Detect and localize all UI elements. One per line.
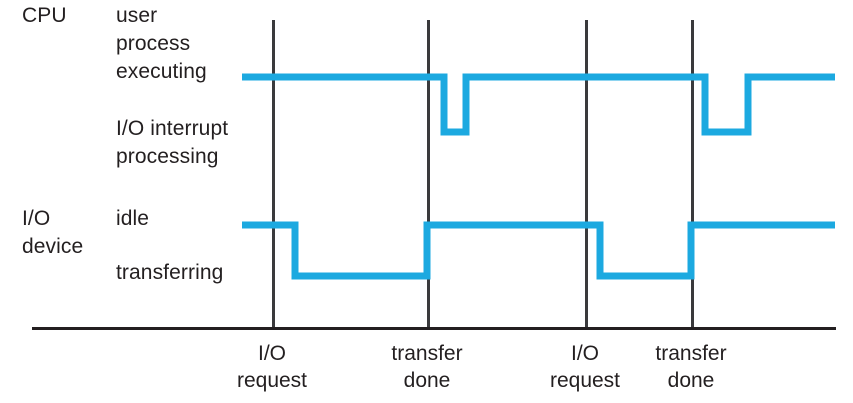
row-label-cpu: CPU (22, 4, 67, 27)
state-label-idle: idle (116, 207, 150, 230)
event-gridline-3 (585, 20, 588, 328)
time-axis (32, 327, 836, 330)
event-tick-label-1: I/O request (236, 342, 308, 392)
state-label-transferring: transferring (116, 261, 224, 284)
state-label-io-interrupt-processing: I/O interrupt processing (116, 117, 229, 168)
event-gridline-1 (272, 20, 275, 328)
cpu-waveform (242, 73, 835, 136)
event-gridline-4 (691, 20, 694, 328)
row-label-io-device: I/O device (22, 207, 84, 258)
io-device-waveform (242, 221, 835, 280)
event-tick-label-3: I/O request (549, 342, 621, 392)
event-tick-label-4: transfer done (655, 342, 727, 392)
state-label-user-process-executing: user process executing (116, 4, 207, 83)
event-gridline-2 (427, 20, 430, 328)
event-tick-label-2: transfer done (391, 342, 463, 392)
